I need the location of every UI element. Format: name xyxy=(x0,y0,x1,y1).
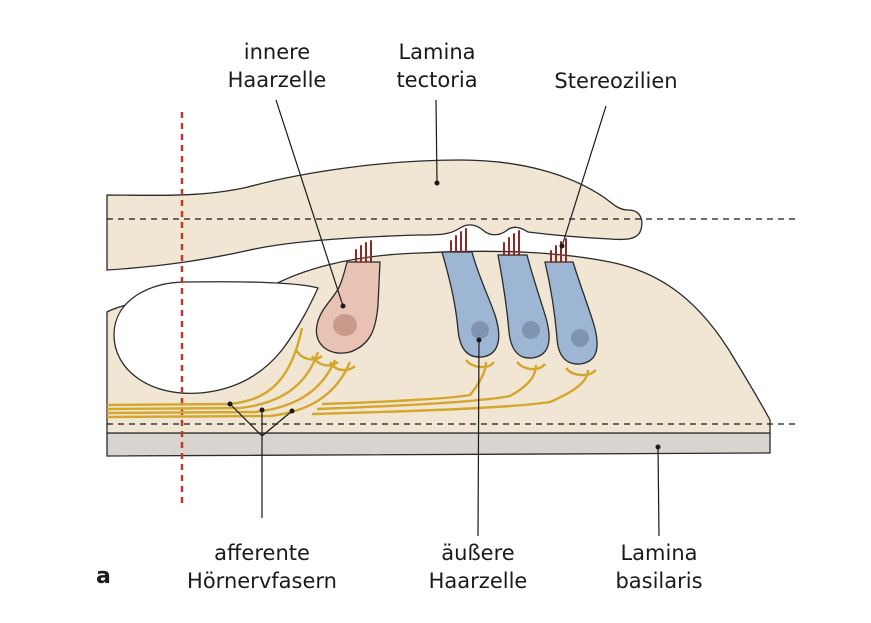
label-basilar-membrane-line2: basilaris xyxy=(615,569,703,593)
tectorial-membrane xyxy=(106,159,643,271)
label-afferent-fibers-line2: Hörnervfasern xyxy=(187,569,337,593)
label-outer-hair-cell: äußere Haarzelle xyxy=(418,539,538,595)
label-inner-hair-cell-line2: Haarzelle xyxy=(227,68,327,92)
basilar-membrane xyxy=(106,432,771,457)
label-inner-hair-cell: innere Haarzelle xyxy=(217,38,337,94)
label-basilar-membrane-line1: Lamina xyxy=(620,541,698,565)
label-outer-hair-cell-line2: Haarzelle xyxy=(428,569,528,593)
afferent-nerve-fibers xyxy=(106,327,597,419)
inner-hair-cell xyxy=(315,261,381,354)
label-tectorial-membrane-line1: Lamina xyxy=(398,40,476,64)
inner-hair-cell-stereocilia xyxy=(355,240,372,263)
label-afferent-fibers-line1: afferente xyxy=(214,541,310,565)
label-stereocilia: Stereozilien xyxy=(546,67,686,95)
label-afferent-fibers: afferente Hörnervfasern xyxy=(182,539,342,595)
outer-hair-cell-1 xyxy=(441,251,500,358)
leader-lines xyxy=(229,99,660,537)
label-tectorial-membrane: Lamina tectoria xyxy=(382,38,492,94)
outer-hair-cell-1-stereocilia xyxy=(450,228,467,253)
inner-sulcus xyxy=(113,281,319,395)
label-inner-hair-cell-line1: innere xyxy=(243,40,311,64)
label-basilar-membrane: Lamina basilaris xyxy=(604,539,714,595)
label-outer-hair-cell-line1: äußere xyxy=(441,541,515,565)
label-stereocilia-line1: Stereozilien xyxy=(554,69,678,93)
outer-hair-cell-2 xyxy=(497,254,550,359)
outer-hair-cell-3-stereocilia xyxy=(550,238,567,263)
label-tectorial-membrane-line2: tectoria xyxy=(396,68,478,92)
pointer-dots xyxy=(227,180,661,450)
outer-hair-cell-3 xyxy=(544,261,598,365)
outer-hair-cell-2-stereocilia xyxy=(503,230,520,256)
panel-letter: a xyxy=(96,564,111,589)
